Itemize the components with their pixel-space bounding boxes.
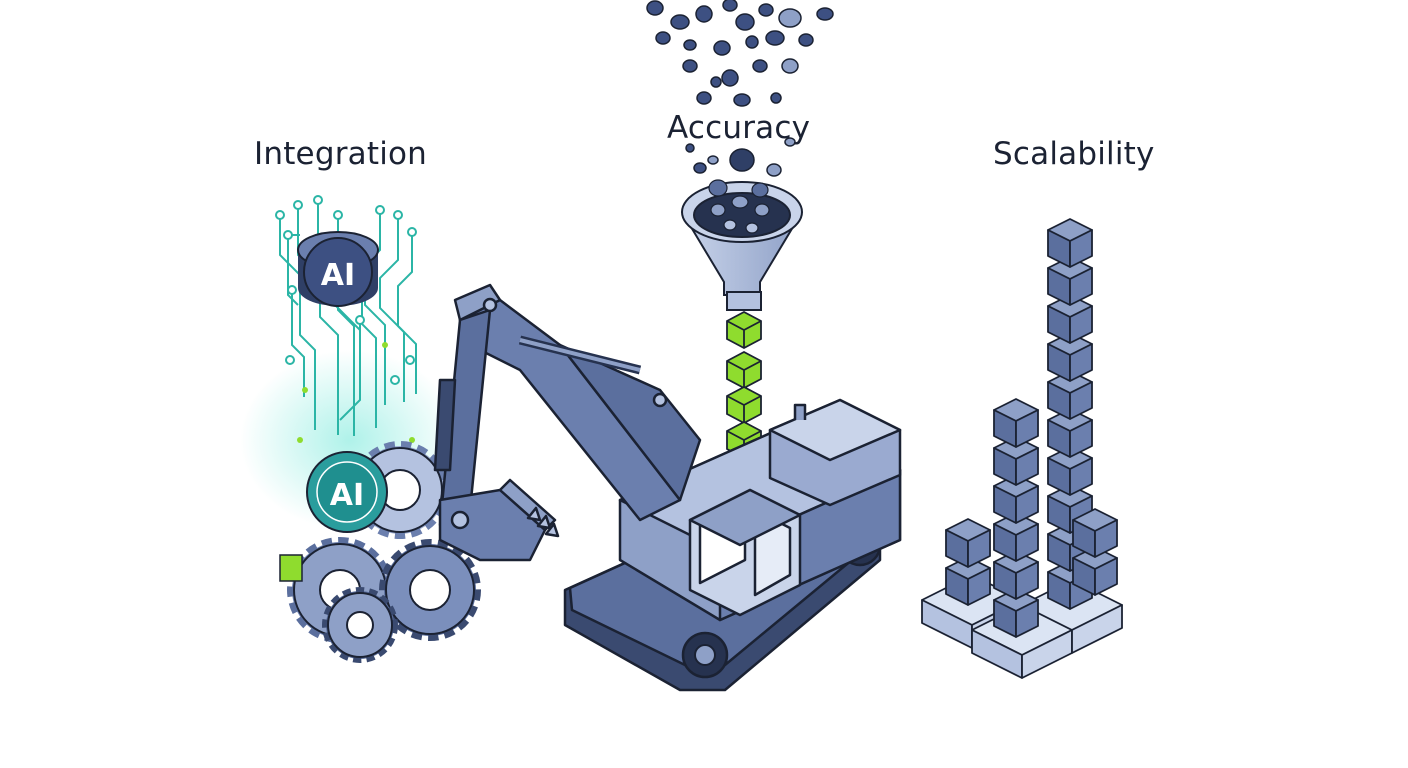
funnel-icon — [681, 179, 803, 311]
circuit-nodes — [275, 195, 417, 385]
cube-columns — [945, 218, 1118, 638]
scalability-label: Scalability — [993, 136, 1155, 172]
accuracy-label: Accuracy — [667, 110, 811, 146]
data-pebbles-icon — [646, 0, 834, 177]
ai-chip-icon: AI — [297, 231, 379, 307]
ai-chip-label: AI — [321, 258, 355, 293]
integration-label: Integration — [254, 136, 428, 172]
ai-gear-badge: AI — [306, 451, 388, 533]
cube — [945, 518, 991, 568]
cube — [993, 436, 1039, 486]
ai-gear-label: AI — [330, 478, 364, 513]
cube — [993, 550, 1039, 600]
cube — [993, 474, 1039, 524]
excavator-icon — [433, 283, 902, 692]
cube — [1047, 218, 1093, 268]
cube — [993, 398, 1039, 448]
cube — [1072, 508, 1118, 558]
circuit-green-dots — [297, 342, 415, 443]
cube — [1072, 546, 1118, 596]
